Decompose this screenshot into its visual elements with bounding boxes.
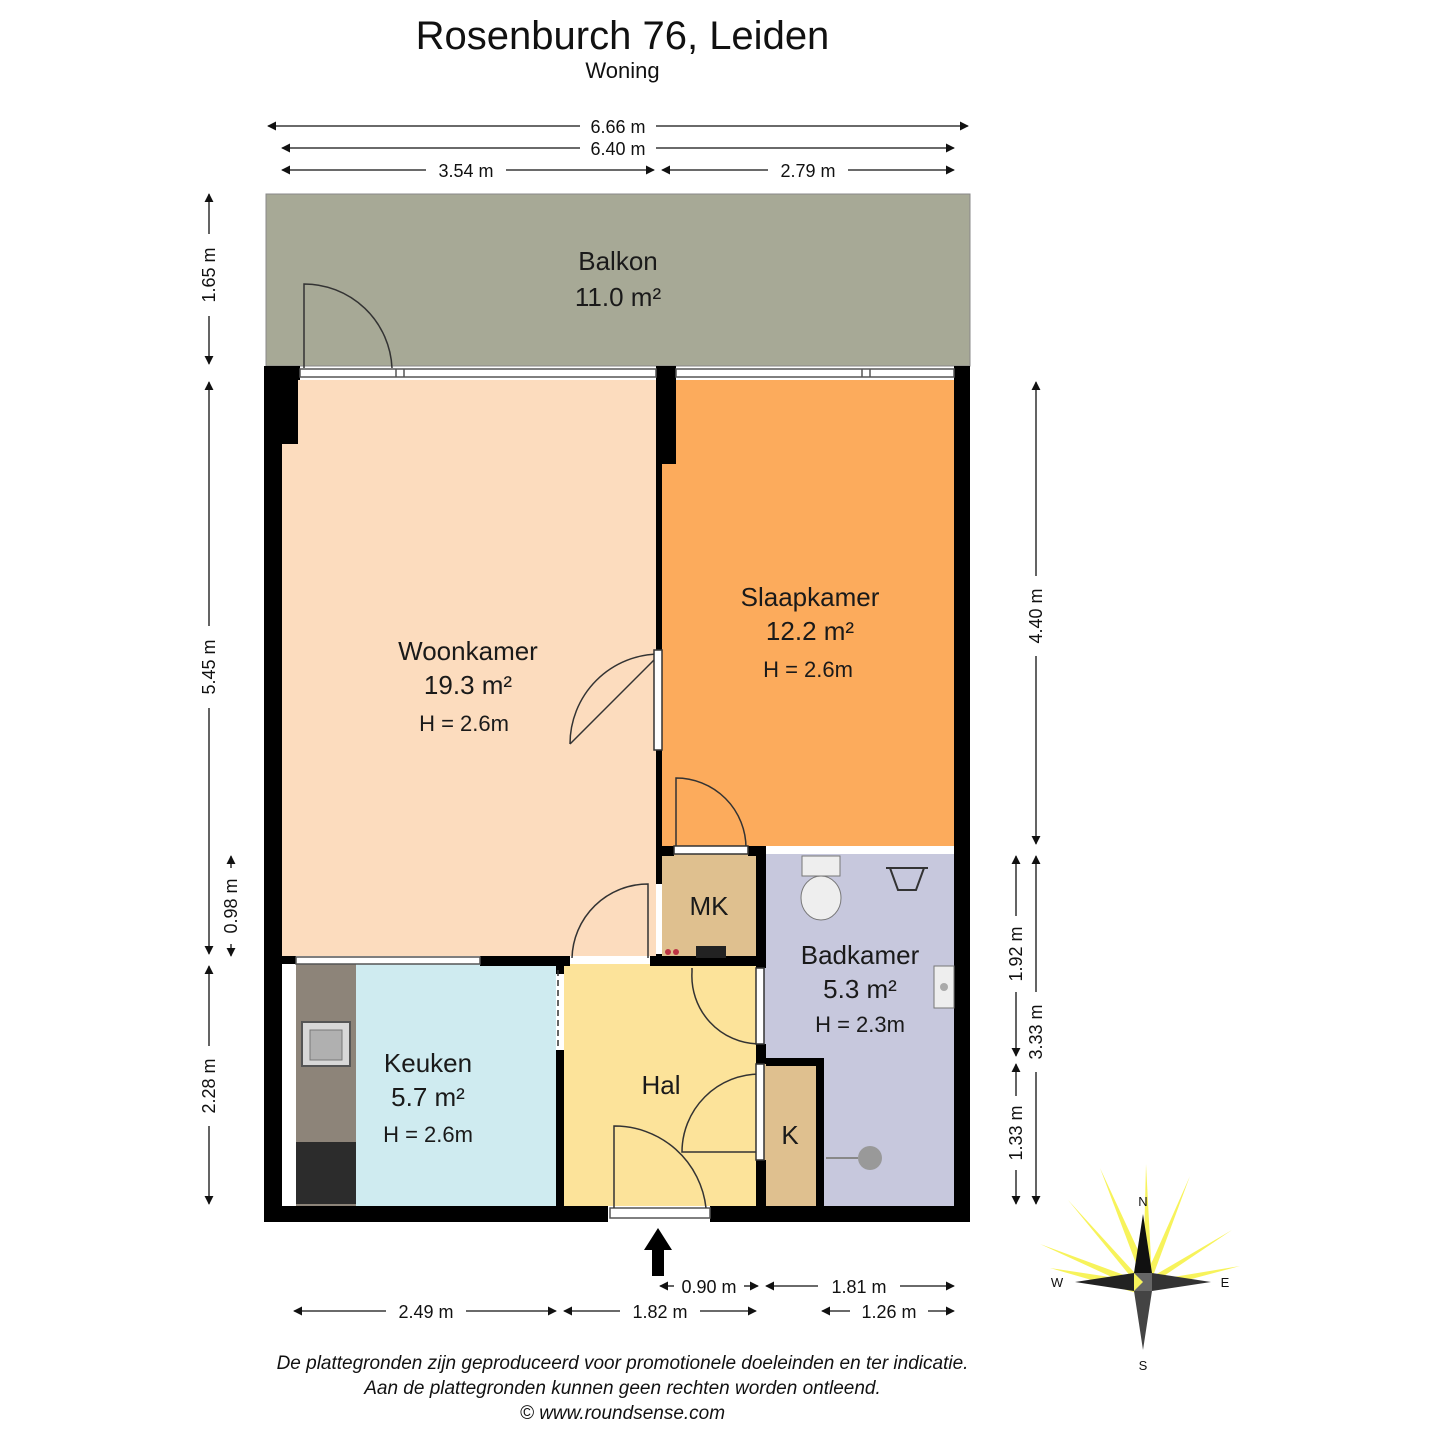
slaapkamer-area: 12.2 m² — [766, 616, 854, 646]
dim-bottom-right-b: 1.26 m — [861, 1302, 916, 1322]
disclaimer-line-2: Aan de plattegronden kunnen geen rechten… — [364, 1378, 881, 1399]
dim-top-total-inner: 6.40 m — [590, 139, 645, 159]
dim-left-balkon: 1.65 m — [199, 247, 219, 302]
keuken-name: Keuken — [384, 1048, 472, 1078]
dim-bottom-right-a: 1.81 m — [831, 1277, 886, 1297]
room-hal — [564, 964, 758, 1206]
dim-top-left: 3.54 m — [438, 161, 493, 181]
dim-left-keuken: 2.28 m — [199, 1058, 219, 1113]
room-balkon — [265, 193, 971, 367]
shower-icon — [826, 1146, 882, 1170]
compass-n-label: N — [1138, 1194, 1147, 1209]
windows — [295, 368, 955, 1219]
hal-name: Hal — [641, 1070, 680, 1100]
compass-w-label: W — [1051, 1275, 1064, 1290]
dim-right-total: 3.33 m — [1026, 1004, 1046, 1059]
disclaimer-line-1: De plattegronden zijn geproduceerd voor … — [276, 1353, 969, 1374]
k-name: K — [781, 1120, 799, 1150]
slaapkamer-name: Slaapkamer — [741, 582, 880, 612]
dim-left-small: 0.98 m — [221, 878, 241, 933]
keuken-area: 5.7 m² — [391, 1082, 465, 1112]
kitchen-hob — [296, 1142, 356, 1204]
mk-name: MK — [690, 891, 730, 921]
balkon-name: Balkon — [578, 246, 658, 276]
compass-rose-icon: N S W E — [1040, 1164, 1240, 1373]
dim-top-right: 2.79 m — [780, 161, 835, 181]
meter-icon — [665, 946, 726, 958]
doors — [303, 283, 765, 1209]
room-mk — [662, 854, 758, 960]
room-woonkamer — [282, 380, 656, 956]
dim-right-slaapkamer: 4.40 m — [1026, 588, 1046, 643]
balkon-area: 11.0 m² — [575, 282, 662, 312]
dimension-lines-horizontal — [267, 121, 969, 1316]
dimension-lines-vertical — [204, 193, 1041, 1205]
copyright-text: © www.roundsense.com — [519, 1403, 726, 1424]
badkamer-height: H = 2.3m — [815, 1012, 905, 1037]
dim-right-k: 1.33 m — [1006, 1105, 1026, 1160]
woonkamer-height: H = 2.6m — [419, 711, 509, 736]
dim-left-woonkamer: 5.45 m — [199, 639, 219, 694]
toilet-icon — [800, 855, 842, 921]
dim-top-total-outer: 6.66 m — [590, 117, 645, 137]
badkamer-area: 5.3 m² — [823, 974, 897, 1004]
woonkamer-name: Woonkamer — [398, 636, 538, 666]
sink-basin — [309, 1029, 343, 1061]
woonkamer-area: 19.3 m² — [424, 670, 512, 700]
dim-bottom-mid: 1.82 m — [632, 1302, 687, 1322]
plan-title: Rosenburch 76, Leiden — [415, 14, 830, 58]
slaapkamer-height: H = 2.6m — [763, 657, 853, 682]
dim-bottom-door: 0.90 m — [681, 1277, 736, 1297]
washing-machine-icon — [886, 867, 928, 891]
walls — [264, 366, 970, 1222]
compass-e-label: E — [1221, 1275, 1230, 1290]
keuken-height: H = 2.6m — [383, 1122, 473, 1147]
dim-bottom-left: 2.49 m — [398, 1302, 453, 1322]
room-slaapkamer — [660, 380, 954, 846]
compass-s-label: S — [1139, 1358, 1148, 1373]
badkamer-name: Badkamer — [801, 940, 920, 970]
dim-right-badkamer: 1.92 m — [1006, 926, 1026, 981]
entrance-arrow-icon — [644, 1228, 672, 1276]
room-k — [764, 1064, 816, 1206]
washbasin-icon — [933, 965, 955, 1009]
plan-subtitle: Woning — [585, 58, 660, 83]
